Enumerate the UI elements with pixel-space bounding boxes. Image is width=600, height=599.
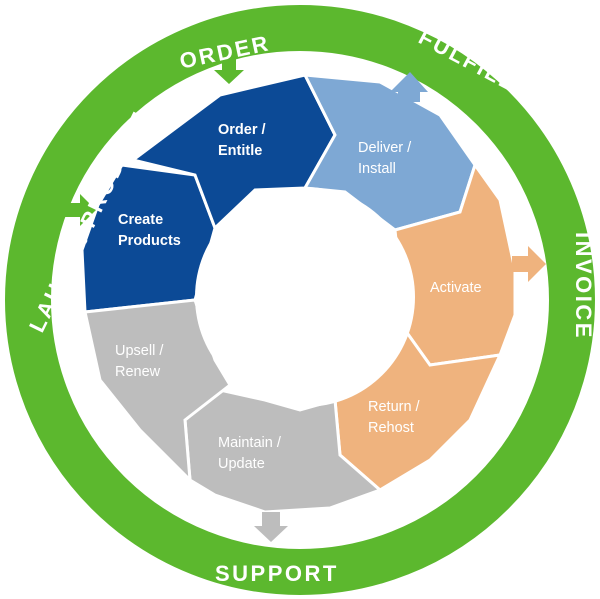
- ring-label-invoice: INVOICE: [571, 232, 596, 340]
- label-return-rehost-1: Return /: [368, 399, 421, 415]
- label-maintain-update-1: Maintain /: [218, 435, 282, 451]
- arrow-support-out: [254, 512, 288, 542]
- outer-ring: [5, 5, 595, 595]
- center-hole: [195, 187, 415, 407]
- ring-label-support: SUPPORT: [215, 561, 339, 586]
- arrow-fulfill-out: [390, 72, 428, 102]
- label-create-products-1: Create: [118, 212, 163, 228]
- label-upsell-renew-1: Upsell /: [115, 343, 164, 359]
- label-deliver-install-1: Deliver /: [358, 140, 412, 156]
- label-return-rehost-2: Rehost: [368, 420, 414, 436]
- label-order-entitle-2: Entitle: [218, 143, 262, 159]
- arrow-order-in: [214, 58, 244, 84]
- arrow-invoice-out: [512, 246, 546, 282]
- arrow-launch-in: [62, 194, 96, 226]
- label-order-entitle-1: Order /: [218, 122, 266, 138]
- label-create-products-2: Products: [118, 233, 181, 249]
- label-deliver-install-2: Install: [358, 161, 396, 177]
- label-activate: Activate: [430, 280, 482, 296]
- label-maintain-update-2: Update: [218, 456, 265, 472]
- label-upsell-renew-2: Renew: [115, 364, 161, 380]
